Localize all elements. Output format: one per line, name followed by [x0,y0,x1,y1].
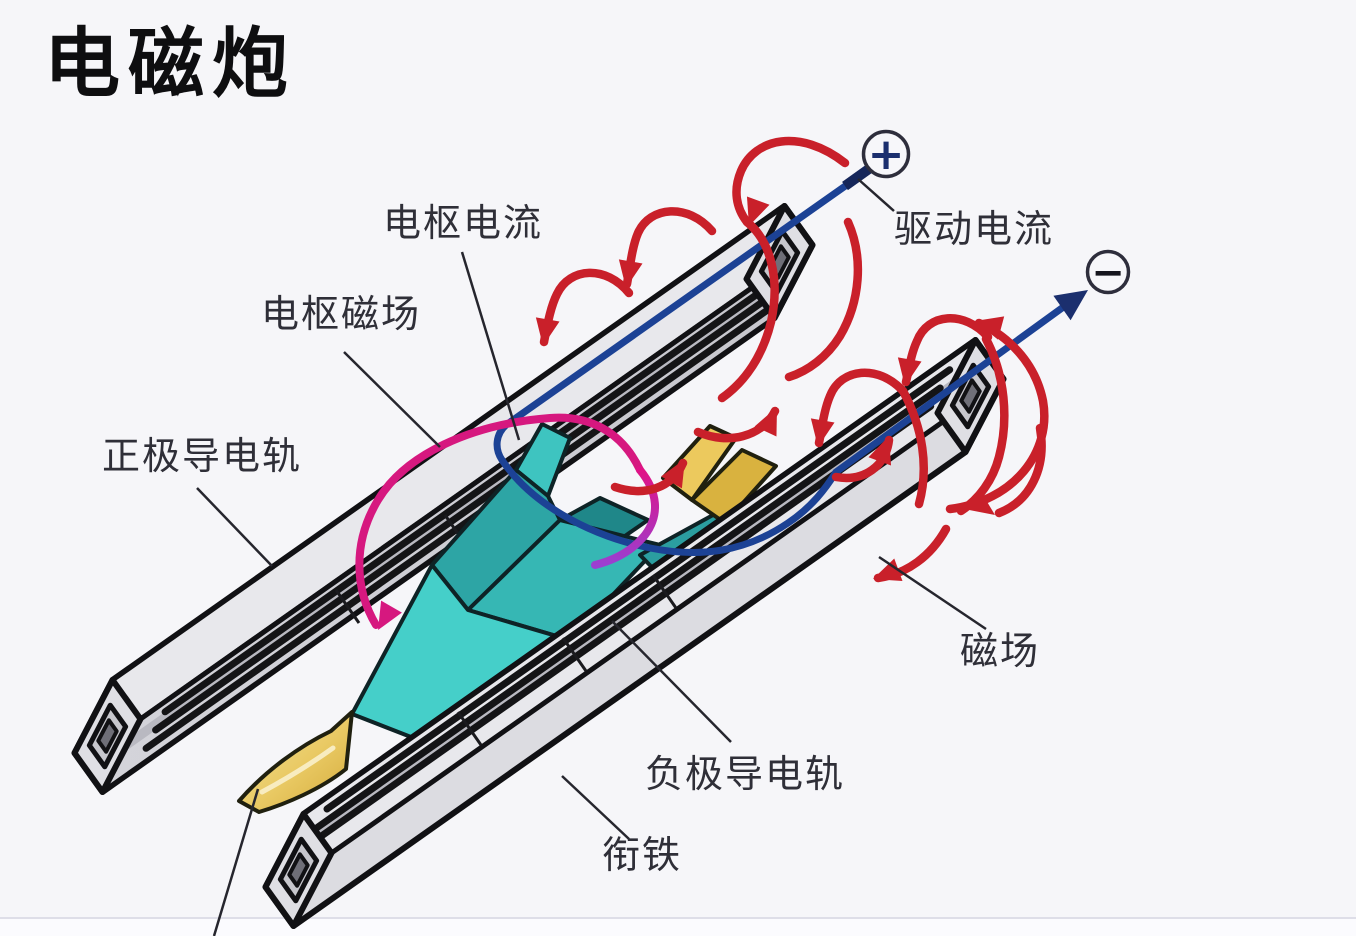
leader-armature-current [460,251,521,441]
field-loop-arc [898,386,928,509]
projectile-fin-b [690,448,778,525]
field-loop-arc [732,136,850,227]
leader-magnetic-field [878,555,987,631]
leader-positive-rail [196,487,273,567]
plus-icon: + [868,129,905,180]
field-loop-arc [945,318,1049,514]
rail-groove-lines [304,366,954,849]
negative-rail-near-cap [262,811,335,929]
leader-projectile [212,788,260,936]
label-drive-current: 驱动电流 [894,207,1055,251]
leader-negative-rail [611,620,732,743]
field-loop-arc [994,423,1046,518]
rail-panel-ticks [456,574,678,746]
label-negative-rail: 负极导电轨 [645,752,846,796]
label-armature: 衔铁 [602,833,683,877]
label-armature-field: 电枢磁场 [261,292,422,336]
background-strip [0,917,1356,936]
leader-armature-field [343,351,441,448]
field-loop-arc [784,217,863,382]
current-arrow [1053,290,1088,321]
label-armature-current: 电枢电流 [383,201,544,245]
field-loop-arc [717,217,779,403]
armature-field-arrow [378,600,402,630]
negative-rail [262,337,1007,929]
positive-rail-near-cap [71,677,144,795]
field-loop-arrows [535,196,1005,582]
negative-terminal: − [1085,249,1131,296]
label-magnetic-field: 磁场 [960,629,1041,673]
page-title: 电磁炮 [44,19,296,108]
leader-drive-current [857,178,895,212]
leader-lines [196,178,987,936]
minus-icon: − [1091,250,1125,296]
label-positive-rail: 正极导电轨 [102,434,303,478]
rail-groove-lines [142,269,792,752]
leader-armature [561,775,630,840]
positive-terminal: + [861,129,911,180]
